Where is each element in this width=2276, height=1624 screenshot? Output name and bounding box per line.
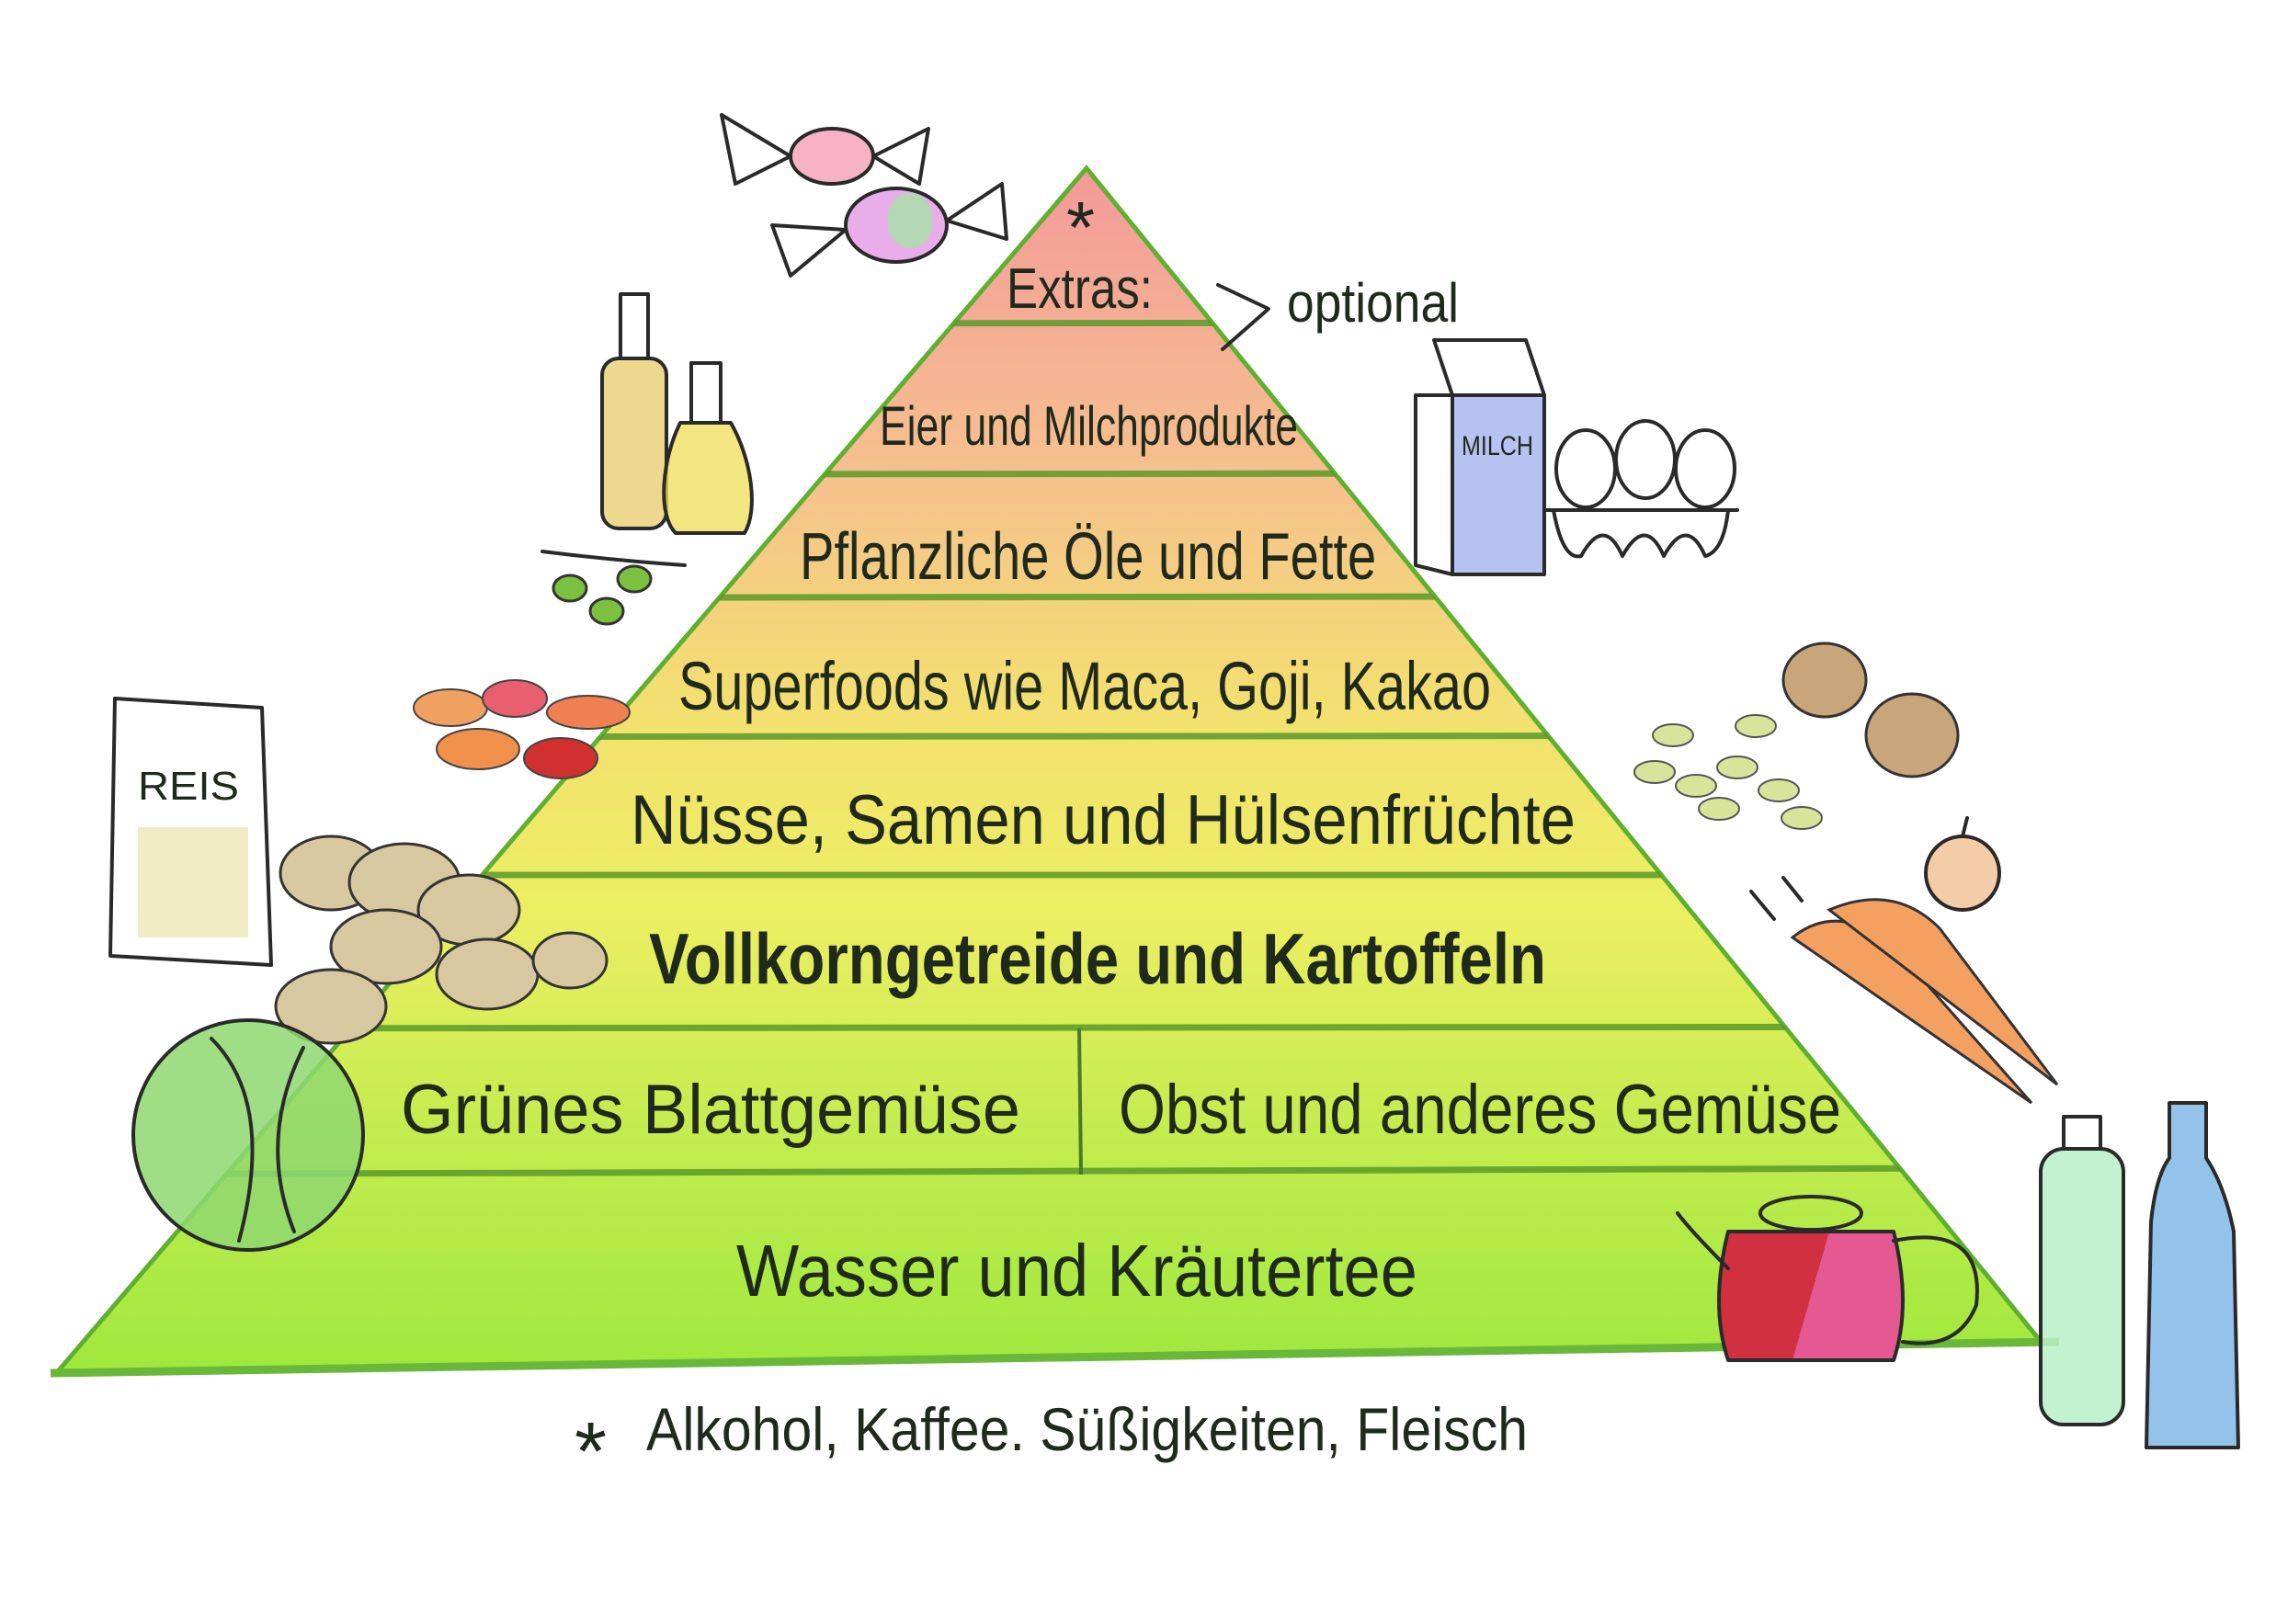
egg-carton-icon (1542, 419, 1739, 559)
apple-icon (1924, 816, 2001, 912)
level-label-leafy-greens: Grünes Blattgemüse (401, 1071, 1020, 1149)
divider-line (58, 318, 2043, 328)
rice-bag-icon: REIS (108, 697, 273, 967)
lentils-icon (1633, 714, 1823, 830)
milk-carton-icon: MILCH (1414, 338, 1546, 576)
divider-line (58, 1164, 2043, 1178)
hazelnuts-icon (1781, 642, 1960, 778)
optional-note: optional (1287, 272, 1459, 334)
potatoes-icon (274, 835, 609, 1045)
level-label-nuts-seeds-legumes: Nüsse, Samen und Hülsenfrüchte (631, 781, 1576, 859)
level-label-extras: Extras: (1007, 257, 1153, 321)
oil-bottle-icon (662, 361, 754, 535)
level-label-eggs-dairy: Eier und Milchprodukte (880, 395, 1298, 457)
carrots-icon (1749, 876, 2059, 1105)
oil-bottle-icon (600, 292, 668, 530)
divider-line (58, 592, 2043, 602)
extras-asterisk: * (1066, 187, 1095, 268)
teapot-icon (1676, 1195, 1979, 1362)
candy-icon (720, 113, 930, 186)
glass-bottle-icon (2145, 1101, 2240, 1449)
optional-bracket (1216, 283, 1270, 351)
level-label-superfoods: Superfoods wie Maca, Goji, Kakao (678, 648, 1491, 724)
level-label-wholegrain-potatoes: Vollkorngetreide und Kartoffeln (649, 918, 1546, 999)
level-label-water-tea: Wasser und Kräutertee (736, 1230, 1417, 1312)
dried-fruits-icon (413, 679, 631, 779)
level-label-fruit-vegetables: Obst und anderes Gemüse (1119, 1071, 1841, 1149)
level-label-oils-fats-group: Pflanzliche Öle und Fette (800, 519, 1376, 593)
milk-label: MILCH (1462, 431, 1533, 461)
footnote-text: Alkohol, Kaffee. Süßigkeiten, Fleisch (646, 1395, 1528, 1463)
footnote-asterisk: * (575, 1406, 607, 1498)
divider-line (58, 469, 2043, 479)
water-bottle-icon (2039, 1115, 2125, 1426)
cabbage-icon (131, 1018, 365, 1252)
rice-label: REIS (138, 764, 239, 809)
candy-icon (770, 182, 1008, 278)
olive-branch-icon (541, 550, 687, 626)
divider-line-vertical (1077, 1028, 1083, 1175)
level-label-oils-fats: Pflanzliche Öle und Fette (800, 519, 1376, 593)
